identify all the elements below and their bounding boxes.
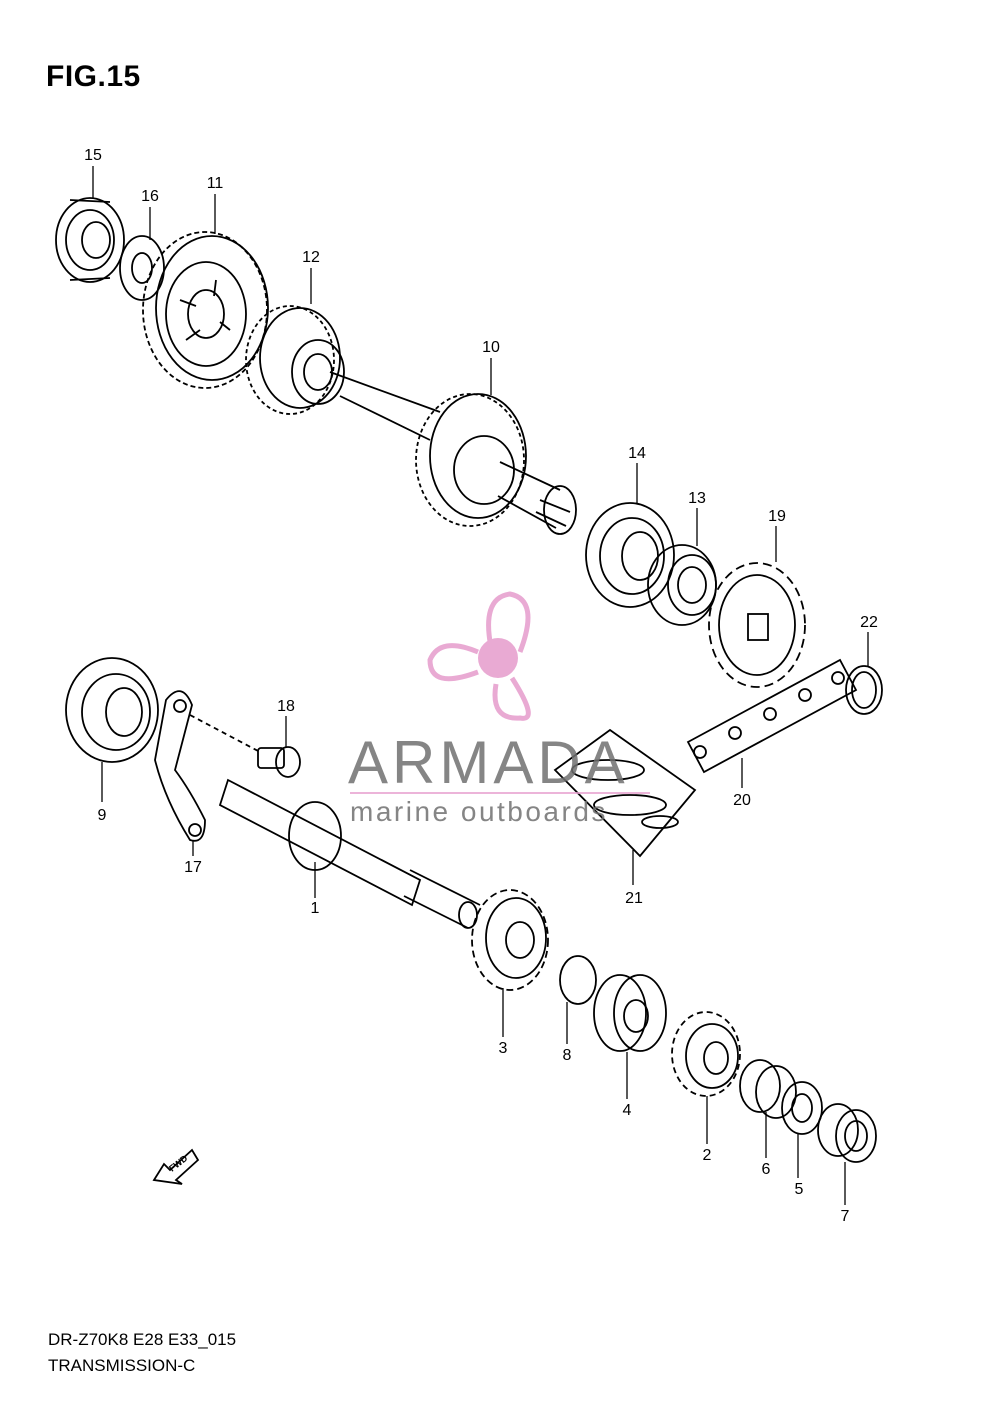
part-4-dog-ring	[593, 974, 667, 1052]
part-19-sprocket	[708, 562, 806, 688]
callout-12: 12	[302, 249, 320, 266]
part-17-plate	[154, 690, 206, 842]
figure-title: FIG.15	[46, 60, 141, 93]
callout-16: 16	[141, 188, 159, 205]
part-15-bearing	[55, 197, 125, 283]
part-11-gear	[142, 231, 269, 389]
callout-5: 5	[795, 1181, 804, 1198]
callout-3: 3	[499, 1040, 508, 1057]
callout-15: 15	[84, 147, 102, 164]
watermark-divider	[350, 792, 650, 794]
model-code: DR-Z70K8 E28 E33_015	[48, 1330, 237, 1349]
watermark-name: ARMADA	[348, 729, 629, 796]
part-10-shaft	[329, 371, 577, 535]
callout-14: 14	[628, 445, 646, 462]
part-13-spacer	[647, 544, 717, 626]
callout-2: 2	[703, 1147, 712, 1164]
callout-4: 4	[623, 1102, 632, 1119]
part-18-bolt	[189, 714, 301, 778]
callout-19: 19	[768, 508, 786, 525]
part-6-bushing	[739, 1059, 797, 1119]
callout-11: 11	[207, 175, 224, 192]
part-12-gear	[245, 305, 345, 415]
part-8-circlip	[559, 955, 597, 1005]
callout-6: 6	[762, 1161, 771, 1178]
callout-8: 8	[563, 1047, 572, 1064]
callout-13: 13	[688, 490, 706, 507]
leader-lines	[92, 166, 869, 1205]
watermark-propeller-icon	[427, 591, 531, 721]
part-5-washer	[781, 1081, 823, 1135]
part-9-bearing	[65, 657, 159, 763]
callout-18: 18	[277, 698, 295, 715]
part-20-chain	[686, 658, 858, 774]
part-3-gear	[471, 889, 549, 991]
fwd-arrow-icon: FWD	[152, 1148, 200, 1185]
part-21-joint-kit	[553, 728, 697, 858]
callout-1: 1	[311, 900, 320, 917]
part-16-washer	[119, 235, 165, 301]
callout-21: 21	[625, 890, 643, 907]
callout-22: 22	[860, 614, 878, 631]
watermark-tagline: marine outboards	[350, 796, 608, 827]
part-14-bearing	[585, 502, 675, 608]
part-2-gear	[671, 1011, 741, 1097]
section-title: TRANSMISSION-C	[48, 1356, 196, 1375]
part-7-bearing	[817, 1103, 877, 1163]
callout-9: 9	[98, 807, 107, 824]
part-22-clip	[845, 665, 883, 715]
callout-7: 7	[841, 1208, 850, 1225]
callout-10: 10	[482, 339, 500, 356]
callout-17: 17	[184, 859, 202, 876]
callout-20: 20	[733, 792, 751, 809]
